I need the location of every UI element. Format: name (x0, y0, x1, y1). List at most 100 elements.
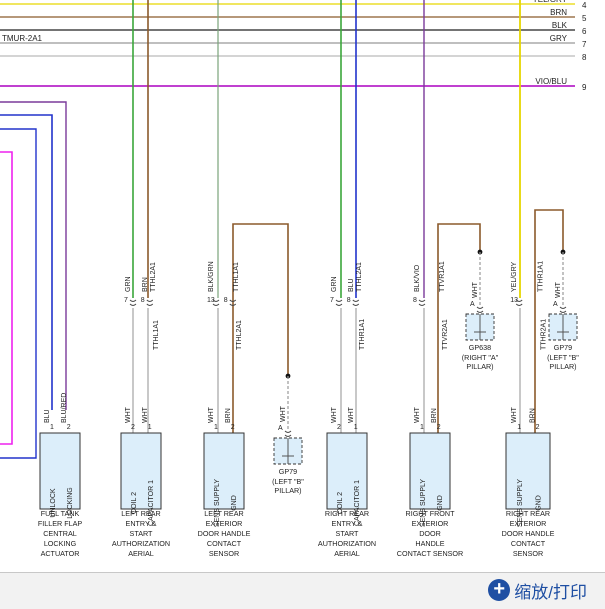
component-caption: LEFT REAR (121, 509, 160, 518)
plus-circle-icon: + (488, 579, 511, 601)
component-box (120, 432, 162, 510)
circuit-label: TTVR2A1 (442, 319, 449, 350)
component-caption: ENTRY & (126, 519, 157, 528)
component-caption: AERIAL (334, 549, 360, 558)
circuit-label: TTVR1A1 (439, 261, 446, 292)
circuit-label: TTHR1A1 (359, 319, 366, 350)
wire-color-label: BRN (225, 408, 232, 423)
conn-pin-number: 8 (141, 297, 145, 304)
wire-color-label: WHT (511, 406, 518, 423)
component-caption: FILLER FLAP (38, 519, 83, 528)
wire-blue (0, 114, 53, 410)
inline-connector (129, 299, 137, 306)
pin-name: LOCKING (67, 487, 74, 519)
component-caption: SENSOR (209, 549, 239, 558)
rail-pin-number: 6 (582, 27, 587, 36)
component-caption: CONTACT SENSOR (397, 549, 463, 558)
component-caption: AERIAL (128, 549, 154, 558)
component-caption: ENTRY & (332, 519, 363, 528)
pin-number: 2 (437, 424, 441, 431)
zoom-print-label: 缩放/打印 (514, 582, 587, 602)
inline-connector (352, 299, 360, 306)
component-caption: ACTUATOR (41, 549, 80, 558)
component-box (39, 432, 81, 510)
pin-name: GND (437, 495, 444, 511)
circuit-label: TTHL1A1 (233, 262, 240, 292)
rail-label: VIO/BLU (535, 77, 567, 86)
rail-label: BRN (550, 8, 567, 17)
conn-pin-number: 8 (413, 297, 417, 304)
component-box (203, 432, 245, 510)
rail-pin-number: 8 (582, 53, 587, 62)
ground-caption: PILLAR) (274, 486, 301, 495)
ground-name: GP638 (469, 343, 491, 352)
conn-pin-number: 7 (330, 297, 334, 304)
component-caption: EXTERIOR (412, 519, 449, 528)
pin-name: GND (536, 495, 543, 511)
wire-color-label: GRN (125, 276, 132, 292)
circuit-label: TTHL2A1 (236, 320, 243, 350)
component-box (505, 432, 551, 510)
pin-name: UNLOCK (50, 488, 57, 518)
inline-connector (559, 306, 567, 313)
rail-pin-number: 7 (582, 40, 587, 49)
ground-name: GP79 (554, 343, 572, 352)
zoom-print-button[interactable]: + 缩放/打印 (488, 577, 587, 603)
pin-number: 1 (420, 424, 424, 431)
circuit-label: TTHR1A1 (538, 261, 545, 292)
pin-number: 2 (231, 424, 235, 431)
pin-number: 2 (337, 424, 341, 431)
wire-color-label: WHT (414, 406, 421, 423)
component-caption: EXTERIOR (206, 519, 243, 528)
wire-color-label: YEL/GRY (511, 261, 518, 292)
component-caption: LOCKING (44, 539, 77, 548)
circuit-label: TTHL2A1 (150, 262, 157, 292)
ground-pin: A (278, 425, 283, 432)
inline-connector (515, 299, 523, 306)
component-caption: START (130, 529, 154, 538)
inline-connector (335, 299, 343, 306)
pin-name: SENS SUPPLY (214, 479, 221, 527)
rail-label: YEL/GRY (532, 0, 567, 4)
pin-number: 1 (517, 424, 521, 431)
component-box (409, 432, 451, 510)
conn-pin-number: 13 (510, 297, 518, 304)
component-caption: FUEL TANK (41, 509, 80, 518)
pin-name: CAPACITOR 1 (354, 480, 361, 526)
ground-name: GP79 (279, 467, 297, 476)
wire-color-label: WHT (142, 406, 149, 423)
footer-bar: + 缩放/打印 (0, 572, 605, 609)
pin-name: CAPACITOR 1 (148, 480, 155, 526)
rail-pin-number: 5 (582, 14, 587, 23)
component-caption: AUTHORIZATION (112, 539, 170, 548)
wire-blue-loop (0, 128, 37, 459)
component-caption: EXTERIOR (510, 519, 547, 528)
rail-pin-number: 4 (582, 1, 587, 10)
wire-color-label: BLU (348, 278, 355, 292)
inline-connector (284, 430, 292, 437)
component-caption: RIGHT REAR (325, 509, 369, 518)
wire-color-label: WHT (125, 406, 132, 423)
component-caption: RIGHT FRONT (406, 509, 456, 518)
component-caption: LEFT REAR (204, 509, 243, 518)
wire-color-label: WHT (331, 406, 338, 423)
wire-color-label: WHT (280, 405, 287, 422)
component-box (326, 432, 368, 510)
circuit-label: TTHL2A1 (356, 262, 363, 292)
inline-connector (146, 299, 154, 306)
wire-violet (0, 101, 67, 410)
component-caption: AUTHORIZATION (318, 539, 376, 548)
wire-brown-gnd (534, 209, 564, 433)
component-caption: CONTACT (207, 539, 242, 548)
wire-color-label: BRN (431, 408, 438, 423)
ground-caption: PILLAR) (549, 362, 576, 371)
rail-label: BLK (552, 21, 568, 30)
component-caption: HANDLE (415, 539, 444, 548)
